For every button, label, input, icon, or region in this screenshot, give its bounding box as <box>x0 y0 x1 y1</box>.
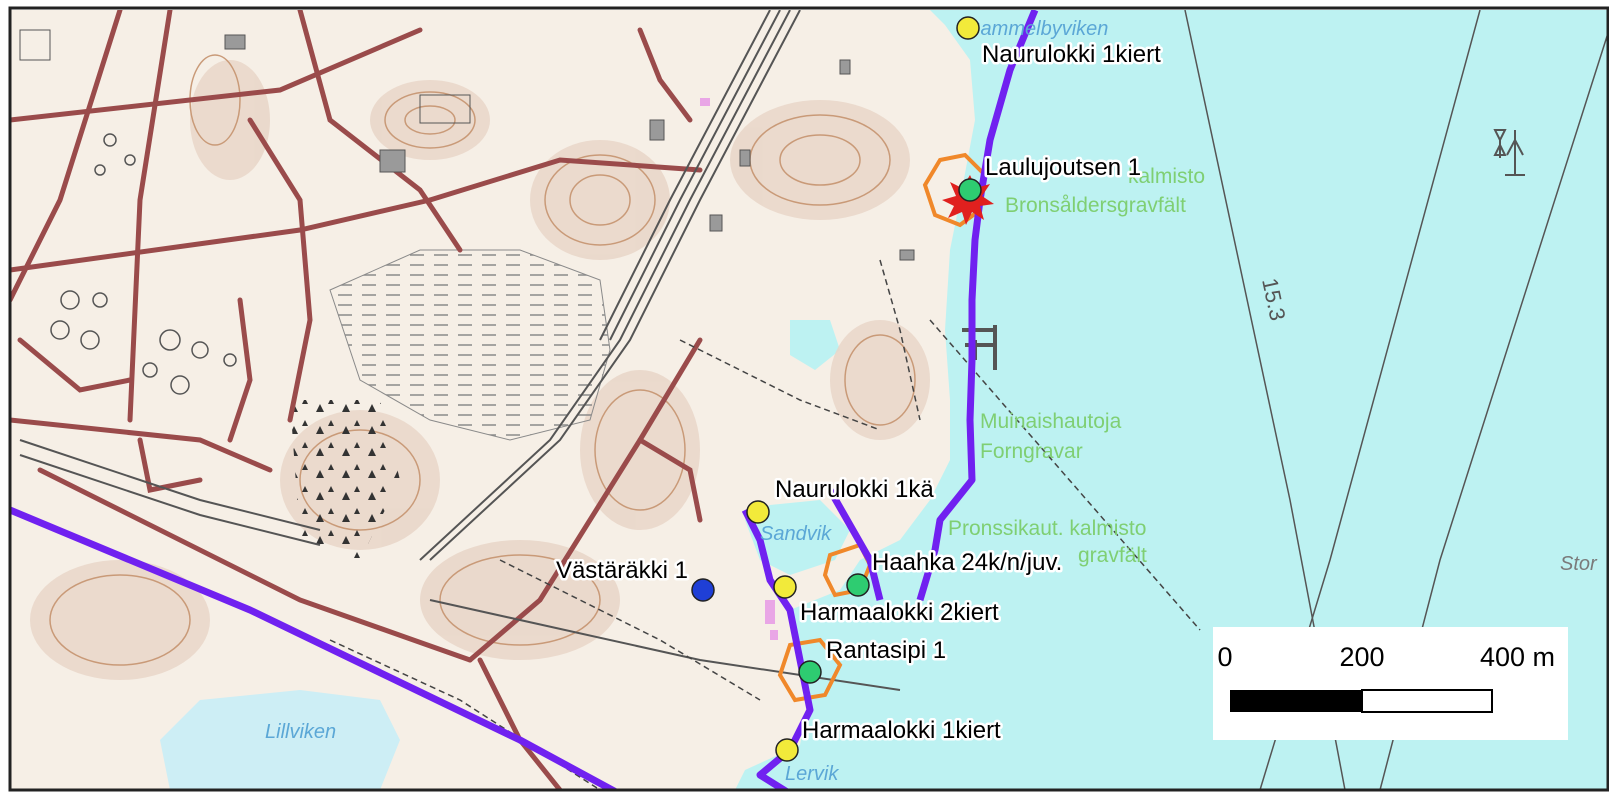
place-stor: Stor <box>1560 553 1598 575</box>
place-pronssi-fi: Pronssikaut. kalmisto <box>948 517 1146 540</box>
observation-point[interactable] <box>691 578 715 602</box>
sea-area <box>735 10 1608 790</box>
observation-label: Naurulokki 1kä <box>775 476 934 503</box>
railway <box>19 10 901 691</box>
rocky-area <box>290 400 400 560</box>
bay-lillviken <box>160 690 400 790</box>
buildings <box>19 29 915 261</box>
observation-label: Västäräkki 1 <box>556 557 688 584</box>
place-gammelbyviken: Gammelbyviken <box>965 18 1108 40</box>
observation-label: Rantasipi 1 <box>826 637 946 664</box>
marsh-area <box>329 249 611 441</box>
place-pronssi-sv: gravfält <box>1078 544 1147 567</box>
observation-point[interactable] <box>773 575 797 599</box>
navigation-marks <box>1493 129 1525 176</box>
place-lervik: Lervik <box>785 763 839 785</box>
scale-tick-200: 200 <box>1339 642 1384 672</box>
observation-points: Naurulokki 1kiert Laulujoutsen 1 Naurulo… <box>553 16 1164 762</box>
place-kalmisto-sv: Bronsåldersgravfält <box>1005 194 1186 217</box>
pond <box>790 320 840 370</box>
scale-bar-black-segment <box>1230 690 1362 712</box>
scale-bar-background <box>1213 627 1568 740</box>
survey-route <box>10 10 1039 790</box>
observation-point[interactable] <box>775 738 799 762</box>
bay-sandvik <box>745 500 850 575</box>
place-kalmisto-fi: kalmisto <box>1128 165 1205 188</box>
place-muinais-sv: Forngravar <box>980 440 1083 463</box>
tanks <box>50 133 237 395</box>
map-frame <box>8 6 1609 792</box>
scale-tick-400: 400 m <box>1480 642 1555 672</box>
pink-buildings <box>700 98 778 640</box>
observation-label: Haahka 24k/n/juv. <box>872 549 1062 576</box>
observation-point[interactable] <box>958 178 982 202</box>
observation-point[interactable] <box>798 660 822 684</box>
observation-label: Harmaalokki 1kiert <box>802 717 1001 744</box>
place-muinais-fi: Muinaishautoja <box>980 410 1122 433</box>
observation-point[interactable] <box>956 16 980 40</box>
observation-point[interactable] <box>746 500 770 524</box>
scale-tick-0: 0 <box>1217 642 1232 672</box>
scale-bar-white-segment <box>1361 689 1493 713</box>
place-sandvik: Sandvik <box>760 523 832 545</box>
observation-label: Laulujoutsen 1 <box>985 154 1141 181</box>
observation-label: Harmaalokki 2kiert <box>800 599 999 626</box>
place-lillviken: Lillviken <box>265 721 336 743</box>
observation-label: Naurulokki 1kiert <box>982 41 1161 68</box>
observation-point[interactable] <box>846 573 870 597</box>
scale-bar: 0 200 400 m <box>1213 627 1568 740</box>
